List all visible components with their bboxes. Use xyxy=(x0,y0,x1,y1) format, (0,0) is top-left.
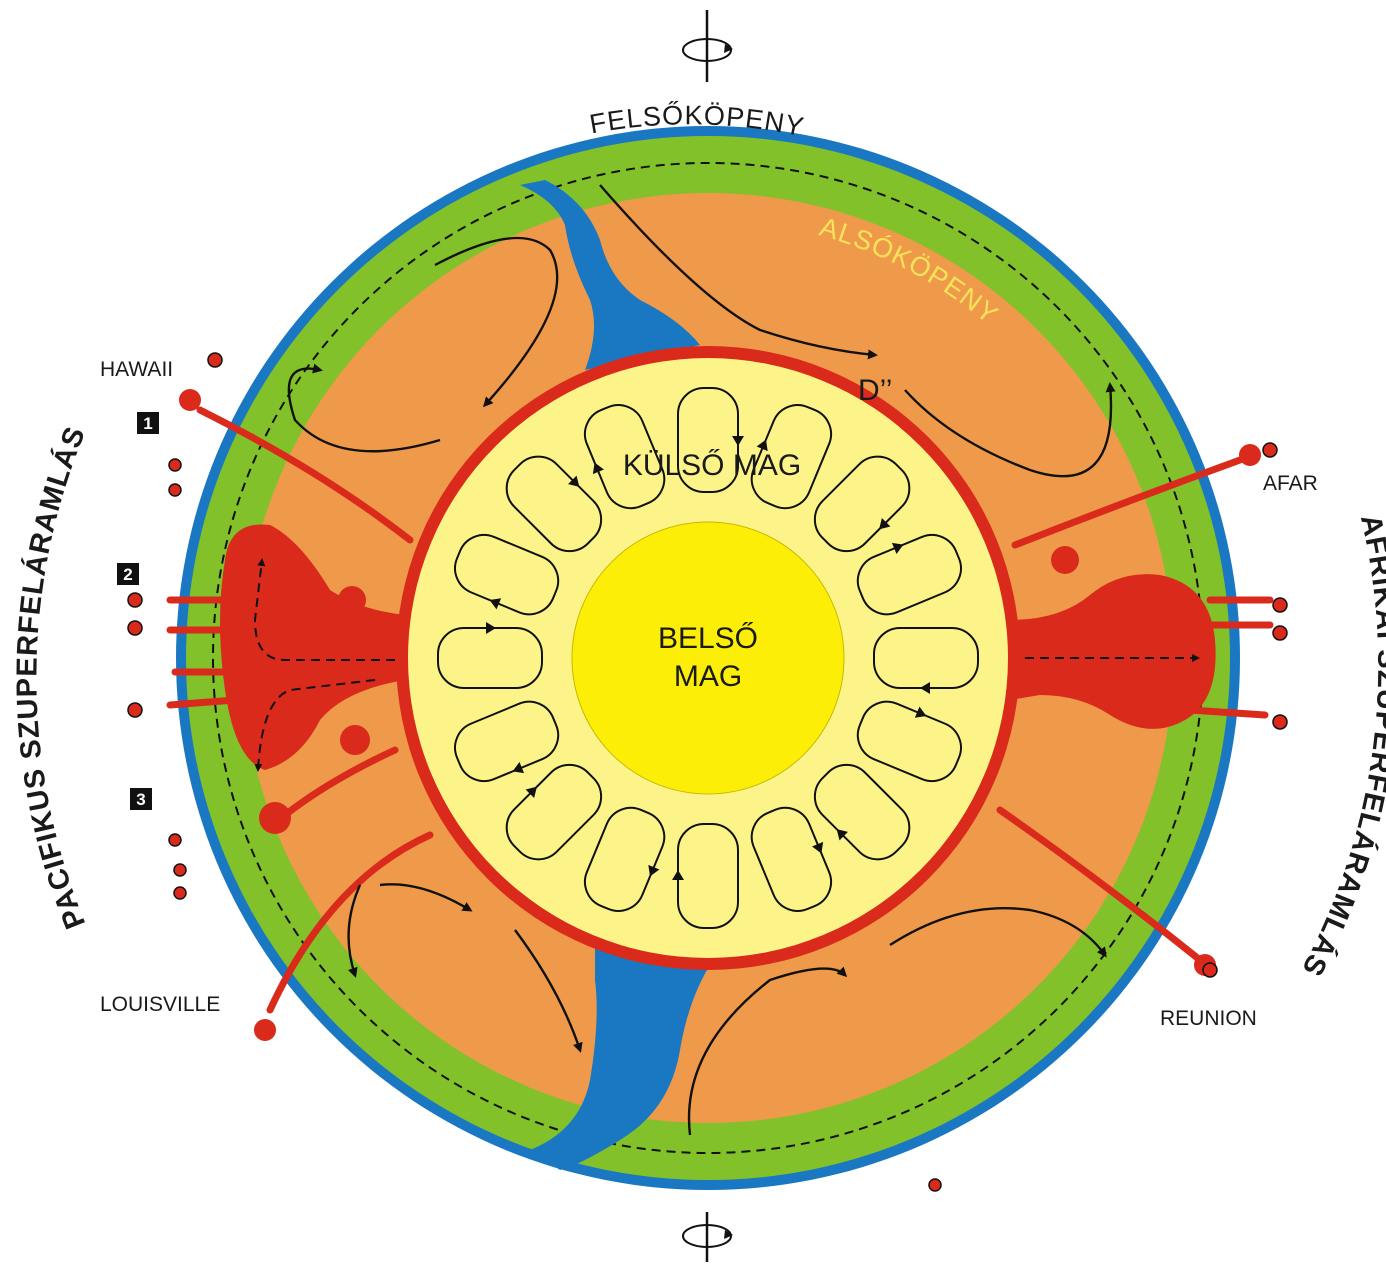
marker-2-label: 2 xyxy=(123,565,132,584)
hotspot-reunion-label: REUNION xyxy=(1160,1007,1257,1030)
inner-core xyxy=(572,522,844,794)
inner-core-label-line2: MAG xyxy=(674,660,742,693)
marker-1-label: 1 xyxy=(143,414,152,433)
african-superplume-label: AFRIKAI SZUPERFELÁRAMLÁS xyxy=(1295,512,1386,982)
outer-core-label: KÜLSŐ MAG xyxy=(623,449,801,482)
inner-core-label-line1: BELSŐ xyxy=(658,622,758,655)
marker-3: 3 xyxy=(130,788,152,810)
hotspot-hawaii-label: HAWAII xyxy=(100,358,173,381)
marker-3-label: 3 xyxy=(136,790,145,809)
pacific-superplume-label: PACIFIKUS SZUPERFELÁRAMLÁS xyxy=(11,422,92,933)
hotspot-louisville-label: LOUISVILLE xyxy=(100,993,220,1016)
hotspot-afar-label: AFAR xyxy=(1263,472,1318,495)
d-double-prime-label: D’’ xyxy=(858,374,892,407)
marker-2: 2 xyxy=(117,563,139,585)
rotation-axis-top-icon xyxy=(683,10,733,82)
marker-1: 1 xyxy=(137,412,159,434)
rotation-axis-bottom-icon xyxy=(683,1212,733,1262)
